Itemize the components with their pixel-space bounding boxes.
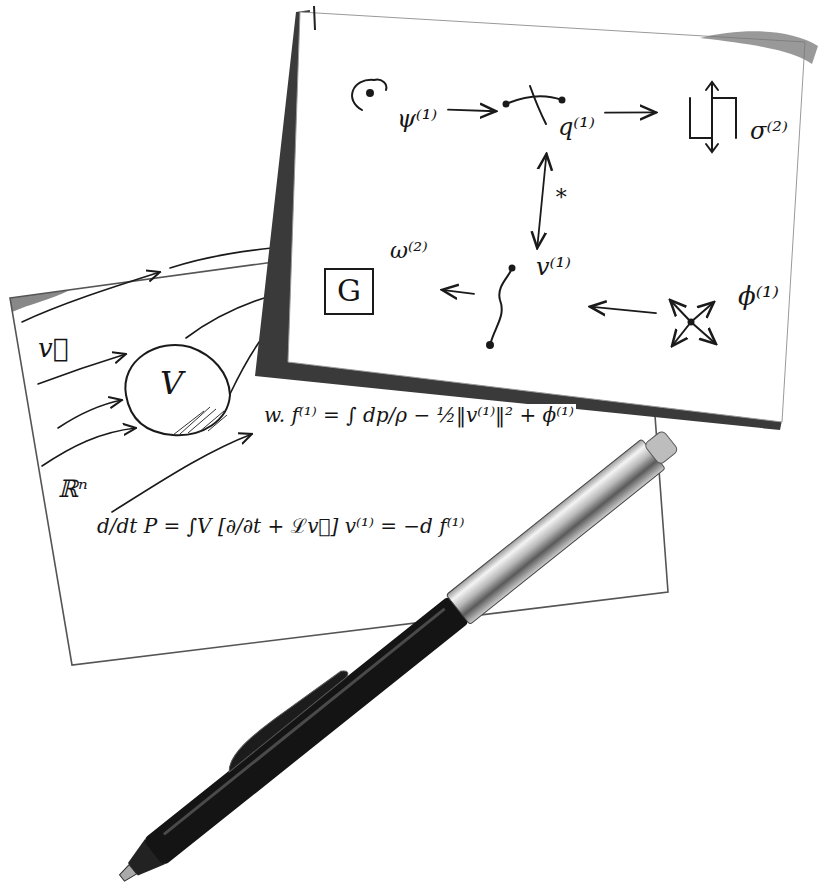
paper-corner-shade xyxy=(10,290,70,312)
phi-symbol xyxy=(691,322,716,344)
pen-mark xyxy=(314,6,315,30)
hatching xyxy=(173,411,204,435)
text-slot: w. f⁽¹⁾ = ∫ dp/ρ − ½‖v⁽¹⁾‖² + ϕ⁽¹⁾ xyxy=(262,404,576,427)
v-symbol xyxy=(490,268,512,345)
sigma-symbol xyxy=(711,84,713,150)
formula: d/dt P = ∫V [∂/∂t + ℒv⃗] v⁽¹⁾ = −d f⁽¹⁾ xyxy=(95,515,467,538)
symbol-node: q⁽¹⁾ xyxy=(500,76,601,150)
pen-body xyxy=(143,595,471,866)
symbol-label: V xyxy=(160,365,183,402)
symbol-node: v⁽¹⁾ xyxy=(478,252,586,350)
v-symbol xyxy=(510,266,515,271)
psi-symbol xyxy=(374,80,386,90)
symbol-label: ψ⁽¹⁾ xyxy=(397,106,437,134)
text-slot: v⃗ xyxy=(36,334,70,364)
arrow-connector xyxy=(448,110,496,112)
text-slot: σ⁽²⁾ xyxy=(750,118,788,146)
boxed-letter: G xyxy=(324,268,374,315)
sigma-symbol xyxy=(706,82,718,90)
q-symbol xyxy=(560,98,565,103)
psi-symbol xyxy=(367,90,373,96)
symbol-node: ϕ⁽¹⁾ xyxy=(660,278,800,363)
phi-symbol xyxy=(670,300,691,322)
phi-symbol xyxy=(672,322,691,346)
math-label: v⃗ xyxy=(36,334,70,364)
v-symbol xyxy=(487,342,493,348)
arrow-connector xyxy=(442,290,474,294)
symbol-node: ψ⁽¹⁾ xyxy=(345,66,444,150)
symbol-label: q⁽¹⁾ xyxy=(558,114,595,142)
sigma-symbol xyxy=(706,144,718,152)
pen-cap xyxy=(644,430,679,465)
text-slot: G xyxy=(324,268,374,315)
flow-line xyxy=(42,428,136,466)
paper-sheet xyxy=(10,212,668,665)
sigma-symbol xyxy=(690,98,712,138)
flow-line xyxy=(112,434,252,512)
phi-symbol xyxy=(691,302,714,322)
symbol-label: ω⁽²⁾ xyxy=(390,238,428,263)
hatching xyxy=(208,415,227,431)
text-slot: ω⁽²⁾ xyxy=(390,238,428,263)
pen-highlight xyxy=(163,609,445,834)
paper-curl xyxy=(700,31,818,64)
paper-sheet xyxy=(288,12,805,422)
text-slot: ϕ⁽¹⁾ xyxy=(738,282,779,312)
edge-label: * xyxy=(554,185,569,210)
formula: w. f⁽¹⁾ = ∫ dp/ρ − ½‖v⁽¹⁾‖² + ϕ⁽¹⁾ xyxy=(262,404,576,427)
region-outline xyxy=(125,345,230,435)
pen-clip xyxy=(221,665,350,772)
symbol-label: v⁽¹⁾ xyxy=(536,254,571,282)
sigma-symbol xyxy=(712,98,736,138)
symbol-node: Gω⁽²⁾ xyxy=(320,238,438,326)
text-slot: ℝⁿ xyxy=(56,476,90,504)
flow-line xyxy=(58,400,122,428)
pen-illustration xyxy=(104,417,683,889)
q-symbol xyxy=(530,86,546,124)
flow-line xyxy=(22,272,160,322)
text-slot: V xyxy=(160,365,183,402)
phi-symbol xyxy=(689,320,694,325)
arrow-connector xyxy=(605,112,656,114)
text-slot: v⁽¹⁾ xyxy=(536,254,571,282)
pen-chrome xyxy=(446,439,665,625)
symbol-label: σ⁽²⁾ xyxy=(750,118,788,146)
math-label: ℝⁿ xyxy=(56,476,90,504)
symbol-label: ϕ⁽¹⁾ xyxy=(738,282,779,312)
symbol-node: σ⁽²⁾ xyxy=(660,68,810,156)
psi-symbol xyxy=(352,80,374,110)
text-slot: ψ⁽¹⁾ xyxy=(397,106,437,134)
arrow-connector xyxy=(590,307,656,314)
hatching xyxy=(180,407,210,434)
text-slot: d/dt P = ∫V [∂/∂t + ℒv⃗] v⁽¹⁾ = −d f⁽¹⁾ xyxy=(95,515,467,538)
text-slot: * xyxy=(554,185,569,210)
arrow-connector xyxy=(537,154,546,248)
region-node: V xyxy=(118,335,233,440)
q-symbol xyxy=(504,102,509,107)
text-slot: q⁽¹⁾ xyxy=(558,114,595,142)
